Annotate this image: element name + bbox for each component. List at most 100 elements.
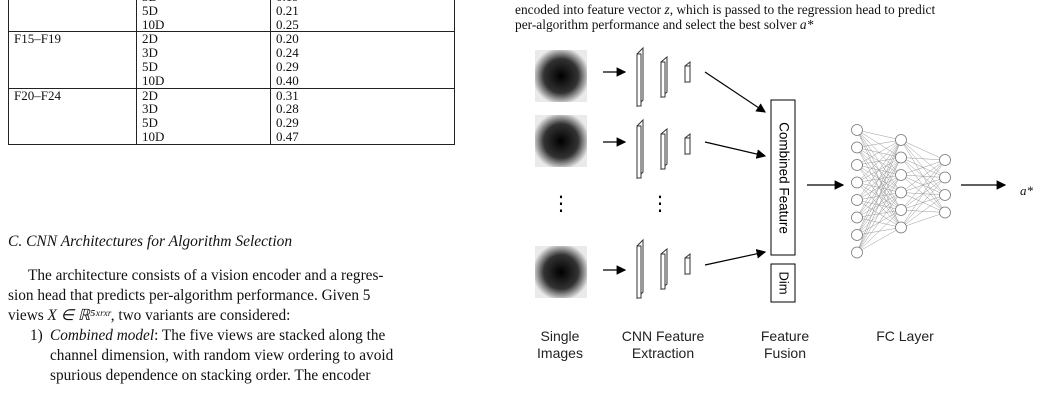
cnn-stack-3	[636, 238, 691, 300]
vdots-cnn: ⋮	[650, 191, 670, 215]
score-cell: 0.21	[270, 3, 455, 18]
fc-neuron	[895, 169, 907, 181]
fc-connection	[900, 194, 946, 228]
dimension-cell: 10D	[136, 73, 271, 89]
dimension-cell: 5D	[136, 60, 271, 74]
solver-symbol: a*	[799, 17, 814, 32]
figure-caption: encoded into feature vector z, which is …	[515, 2, 936, 32]
fc-neuron	[851, 124, 863, 136]
cnn-stack-2	[636, 118, 691, 180]
function-group-cell	[8, 17, 137, 32]
score-cell: 0.25	[270, 17, 455, 32]
paragraph-line: views X ∈ ℝ⁵ˣʳˣʳ, two variants are consi…	[8, 307, 291, 324]
function-group-cell	[8, 3, 137, 18]
combined-model-term: Combined model	[50, 327, 155, 344]
fc-neuron	[895, 221, 907, 234]
architecture-paragraph: The architecture consists of a vision en…	[8, 266, 492, 326]
input-image-1	[535, 50, 587, 102]
arrow-cnn-2-to-fusion	[704, 141, 767, 159]
vdots-images: ⋮	[551, 191, 571, 215]
score-cell: 0.29	[270, 60, 455, 74]
dimension-cell: 2D	[136, 87, 271, 103]
input-image-3	[535, 246, 587, 298]
fc-neuron	[851, 246, 863, 259]
fc-neuron	[895, 134, 907, 146]
function-group-cell: F20–F24	[8, 87, 137, 103]
fc-connection	[900, 159, 946, 176]
fc-neuron	[851, 141, 863, 154]
fc-connection	[900, 157, 946, 161]
fc-connection	[856, 139, 902, 253]
fc-network	[851, 124, 951, 259]
fc-connection	[900, 139, 946, 161]
fc-connection	[856, 192, 902, 253]
score-cell: 0.40	[270, 73, 455, 89]
fc-connection	[856, 139, 902, 166]
results-table: 3D0.195D0.2110D0.25F15–F192D0.203D0.245D…	[8, 0, 455, 145]
fc-neuron	[939, 154, 951, 166]
fc-connection	[856, 227, 902, 253]
stage-label-fc-layer: FC Layer	[876, 328, 934, 344]
paragraph-line: The architecture consists of a vision en…	[28, 267, 384, 284]
fc-connection	[900, 159, 946, 193]
combined-feature-label: Combined Feature	[776, 122, 791, 234]
dimension-cell: 10D	[136, 129, 271, 145]
fc-neuron	[939, 189, 951, 201]
arrow-cnn-3-to-fusion	[704, 249, 767, 266]
function-group-cell	[8, 129, 137, 145]
fc-neuron	[851, 194, 863, 206]
paragraph-line: sion head that predicts per-algorithm pe…	[8, 287, 371, 304]
fc-neuron	[895, 151, 907, 164]
function-group-cell	[8, 73, 137, 89]
output-symbol: a*	[1020, 183, 1033, 198]
fc-neuron	[851, 159, 863, 171]
fc-neuron	[895, 204, 907, 216]
fc-connection	[856, 139, 902, 201]
score-cell: 0.47	[270, 129, 455, 145]
feature-vector-symbol: z	[664, 2, 670, 17]
score-cell: 0.24	[270, 46, 455, 60]
score-cell: 0.28	[270, 102, 455, 117]
score-cell: 0.19	[270, 0, 455, 4]
combined-feature-box	[770, 99, 796, 256]
dimension-cell: 3D	[136, 46, 271, 60]
dimension-cell: 5D	[136, 3, 271, 18]
left-column: 3D0.195D0.2110D0.25F15–F192D0.203D0.245D…	[0, 0, 500, 406]
fc-connection	[856, 139, 902, 236]
fc-connection	[856, 157, 902, 253]
table-row: 3D0.19	[8, 0, 455, 4]
function-group-cell: F15–F19	[8, 31, 137, 47]
architecture-diagram: ⋮ ⋮ Combined Feature Dim	[535, 46, 1007, 303]
fc-neuron	[851, 229, 863, 241]
dim-box	[770, 263, 796, 303]
dimension-cell: 5D	[136, 116, 271, 130]
fc-connection	[900, 159, 946, 211]
score-cell: 0.20	[270, 31, 455, 47]
function-group-cell	[8, 59, 137, 74]
right-column: encoded into feature vector z, which is …	[515, 0, 1041, 406]
fc-neuron	[851, 176, 863, 189]
function-group-cell	[8, 116, 137, 130]
views-math: X ∈ ℝ⁵ˣʳˣʳ	[47, 307, 111, 324]
fc-neuron	[851, 211, 863, 224]
dimension-cell: 3D	[136, 102, 271, 117]
dimension-cell: 10D	[136, 17, 271, 32]
fc-neuron	[895, 186, 907, 199]
arrow-cnn-1-to-fusion	[704, 71, 766, 113]
input-image-2	[535, 115, 587, 167]
list-item-combined-model: 1)Combined model: The five views are sta…	[30, 326, 492, 386]
fc-neuron	[939, 171, 951, 184]
fc-connection	[856, 174, 902, 253]
fc-connection	[856, 139, 902, 183]
fc-connection	[856, 209, 902, 253]
fc-connection	[900, 212, 946, 228]
